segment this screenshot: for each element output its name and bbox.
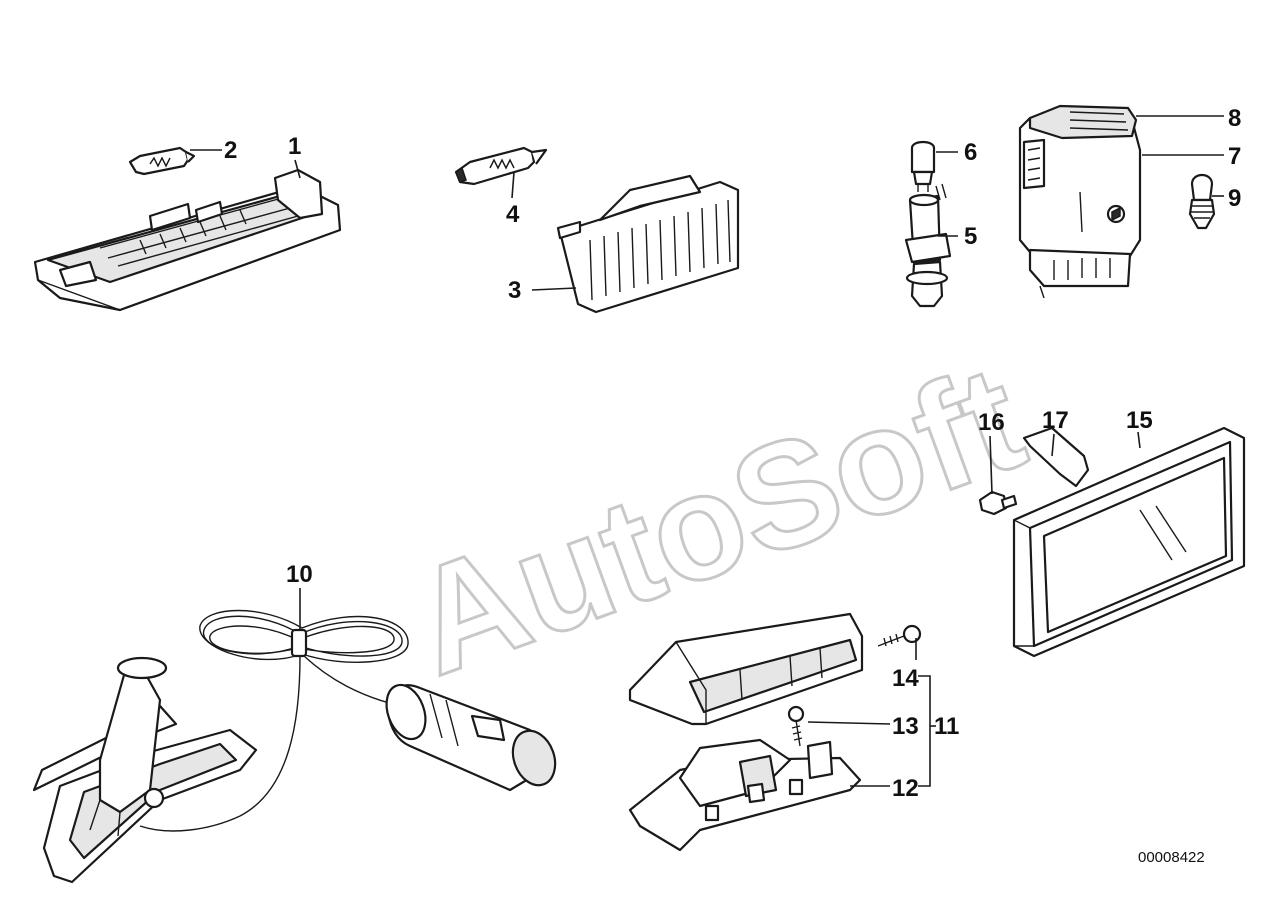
callout-16: 16	[978, 409, 1005, 436]
part-17-bracket	[1022, 426, 1090, 488]
callout-3: 3	[508, 277, 521, 304]
part-7-lamp-housing	[1018, 116, 1142, 299]
catalog-number: 00008422	[1138, 849, 1205, 866]
part-14-screw	[877, 624, 922, 647]
callout-5: 5	[964, 223, 977, 250]
part-5-bulb-socket	[904, 183, 952, 308]
callout-2: 2	[224, 137, 237, 164]
callout-labels: 1 2 3 4 5 6 7 8 9 10 11 12 13 14 15 17 1…	[224, 105, 1241, 802]
callout-1: 1	[288, 133, 301, 160]
callout-12: 12	[892, 775, 919, 802]
part-13-screw	[787, 705, 805, 747]
part-9-small-bulb	[1188, 173, 1216, 230]
callout-13: 13	[892, 713, 919, 740]
leader-lines	[190, 115, 1224, 787]
callout-11: 11	[934, 713, 959, 740]
part-4-festoon-bulb	[454, 146, 548, 186]
part-14-lamp-lens	[628, 612, 864, 726]
callout-6: 6	[964, 139, 977, 166]
callout-9: 9	[1228, 185, 1241, 212]
callout-4: 4	[506, 201, 520, 228]
callout-8: 8	[1228, 105, 1241, 132]
callout-7: 7	[1228, 143, 1241, 170]
callout-10: 10	[286, 561, 313, 588]
part-3-lamp-lens	[556, 174, 740, 314]
part-8-housing-cap	[1028, 104, 1138, 140]
part-16-screw	[978, 490, 1018, 516]
part-1-interior-lamp	[33, 168, 342, 312]
callout-14: 14	[892, 665, 919, 692]
callout-15: 15	[1126, 407, 1153, 434]
part-15-lamp-frame	[1012, 426, 1246, 658]
part-12-lamp-housing	[628, 738, 862, 852]
callout-17: 17	[1042, 407, 1069, 434]
part-2-festoon-bulb	[128, 146, 196, 176]
part-10-lighter-cable-assembly	[32, 609, 557, 884]
part-6-wedge-bulb	[910, 140, 936, 192]
